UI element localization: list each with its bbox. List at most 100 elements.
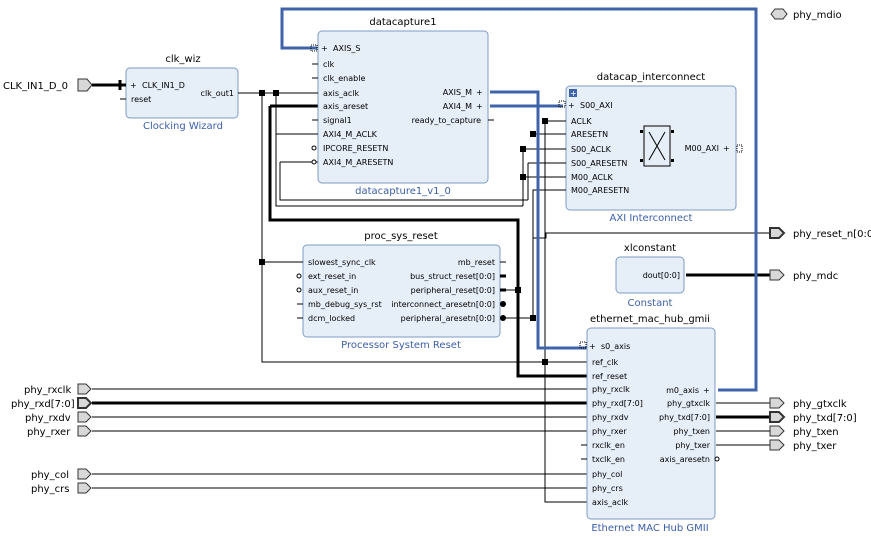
pin-signal1[interactable]: signal1 <box>323 116 352 125</box>
port-phy-txer[interactable] <box>769 439 785 451</box>
block-xlconstant[interactable]: xlconstant Constant dout[0:0] <box>615 243 685 309</box>
external-ports-right: phy_mdio phy_reset_n[0:0] phy_mdc phy_gt… <box>769 8 871 452</box>
pin-interconnect-aresetn[interactable]: interconnect_aresetn[0:0] <box>391 300 495 309</box>
port-label-phy-reset-n: phy_reset_n[0:0] <box>793 229 871 240</box>
interconnect-subtitle: AXI Interconnect <box>610 213 693 224</box>
pin-s00-axi[interactable]: S00_AXI <box>580 101 613 110</box>
pin-peripheral-aresetn[interactable]: peripheral_aresetn[0:0] <box>401 314 495 323</box>
pin-phy-crs[interactable]: phy_crs <box>592 484 623 493</box>
port-phy-txd[interactable] <box>769 411 786 423</box>
pin-m0-axis[interactable]: m0_axis <box>666 386 699 395</box>
pin-mb-reset[interactable]: mb_reset <box>458 258 495 267</box>
pin-s00-aclk[interactable]: S00_ACLK <box>571 145 612 154</box>
port-label-phy-txen: phy_txen <box>793 427 839 438</box>
pin-m00-axi[interactable]: M00_AXI <box>685 144 719 153</box>
pin-ref-clk[interactable]: ref_clk <box>592 358 618 367</box>
block-ethernet-mac-hub-gmii[interactable]: ethernet_mac_hub_gmii Ethernet MAC Hub G… <box>579 314 720 534</box>
pin-s0-axis[interactable]: s0_axis <box>601 342 630 351</box>
pin-axis-aclk-eth[interactable]: axis_aclk <box>592 498 629 507</box>
pin-ref-reset[interactable]: ref_reset <box>592 372 627 381</box>
pin-phy-gtxclk[interactable]: phy_gtxclk <box>667 399 710 408</box>
expand-icon[interactable]: + <box>570 89 577 98</box>
port-phy-crs[interactable] <box>77 482 92 494</box>
pin-phy-txen[interactable]: phy_txen <box>674 427 711 436</box>
pin-aux-reset-in[interactable]: aux_reset_in <box>308 286 358 295</box>
port-phy-rxer[interactable] <box>77 425 92 437</box>
svg-text:+: + <box>703 386 710 395</box>
port-phy-gtxclk[interactable] <box>769 397 785 409</box>
pin-axi4-m[interactable]: AXI4_M <box>443 102 472 111</box>
pin-axis-s[interactable]: AXIS_S <box>333 44 360 53</box>
pin-aresetn[interactable]: ARESETN <box>571 130 608 139</box>
block-datacap-interconnect[interactable]: datacap_interconnect AXI Interconnect + … <box>558 72 743 224</box>
port-phy-rxdv[interactable] <box>77 411 92 423</box>
pin-clk-enable[interactable]: clk_enable <box>323 74 365 83</box>
svg-text:+: + <box>321 44 328 53</box>
pin-axis-aresetn[interactable]: axis_aresetn <box>660 455 710 464</box>
svg-text:+: + <box>476 102 483 111</box>
pin-phy-rxd[interactable]: phy_rxd[7:0] <box>592 399 643 408</box>
port-label-phy-rxd: phy_rxd[7:0] <box>11 399 75 410</box>
pin-m00-aclk[interactable]: M00_ACLK <box>571 173 613 182</box>
pin-phy-col[interactable]: phy_col <box>592 470 622 479</box>
svg-text:+: + <box>568 101 575 110</box>
xlconstant-subtitle: Constant <box>628 298 673 309</box>
pin-m00-aresetn[interactable]: M00_ARESETN <box>571 186 629 195</box>
pin-axis-aclk[interactable]: axis_aclk <box>323 89 360 98</box>
pin-phy-rxdv[interactable]: phy_rxdv <box>592 413 629 422</box>
port-label-phy-mdc: phy_mdc <box>793 271 838 282</box>
pin-ipcore-resetn[interactable]: IPCORE_RESETN <box>323 144 388 153</box>
pin-clk[interactable]: clk <box>323 60 335 69</box>
interconnect-title: datacap_interconnect <box>597 72 706 83</box>
pin-peripheral-reset[interactable]: peripheral_reset[0:0] <box>411 286 495 295</box>
pin-bus-struct-reset[interactable]: bus_struct_reset[0:0] <box>410 272 495 281</box>
pin-axi4-m-aresetn[interactable]: AXI4_M_ARESETN <box>323 158 393 167</box>
port-phy-reset-n[interactable] <box>769 227 786 239</box>
pin-rxclk-en[interactable]: rxclk_en <box>592 441 625 450</box>
pin-txclk-en[interactable]: txclk_en <box>592 455 625 464</box>
pin-dout[interactable]: dout[0:0] <box>643 271 680 280</box>
pin-dcm-locked[interactable]: dcm_locked <box>308 314 355 323</box>
junctions <box>259 90 548 365</box>
port-label-phy-mdio: phy_mdio <box>793 10 842 21</box>
pin-axis-areset[interactable]: axis_areset <box>323 102 368 111</box>
port-label-phy-col: phy_col <box>31 470 69 481</box>
pin-aclk[interactable]: ACLK <box>571 117 592 126</box>
port-label-phy-txer: phy_txer <box>793 441 837 452</box>
svg-text:+: + <box>130 81 137 90</box>
port-phy-mdio[interactable] <box>770 8 788 20</box>
port-label-phy-gtxclk: phy_gtxclk <box>793 399 847 410</box>
svg-text:+: + <box>589 342 596 351</box>
pin-axis-m[interactable]: AXIS_M <box>443 88 472 97</box>
pin-phy-rxer[interactable]: phy_rxer <box>592 427 627 436</box>
pin-phy-txer[interactable]: phy_txer <box>675 441 710 450</box>
pin-ext-reset-in[interactable]: ext_reset_in <box>308 272 356 281</box>
datacapture1-subtitle: datacapture1_v1_0 <box>355 186 451 197</box>
port-phy-rxclk[interactable] <box>77 383 92 395</box>
port-phy-mdc[interactable] <box>769 269 785 281</box>
port-phy-col[interactable] <box>77 468 92 480</box>
pin-clk-out1[interactable]: clk_out1 <box>201 89 234 98</box>
pin-axi4-m-aclk[interactable]: AXI4_M_ACLK <box>323 130 378 139</box>
external-ports-left: CLK_IN1_D_0 phy_rxclk phy_rxd[7:0] phy_r… <box>3 78 93 495</box>
pin-mb-debug-sys-rst[interactable]: mb_debug_sys_rst <box>308 300 382 309</box>
pin-s00-aresetn[interactable]: S00_ARESETN <box>571 159 627 168</box>
pin-reset[interactable]: reset <box>131 95 151 104</box>
block-datacapture1[interactable]: datacapture1 datacapture1_v1_0 + AXIS_S … <box>310 17 494 197</box>
port-phy-rxd[interactable] <box>77 397 93 409</box>
port-label-clk-in1-d-0: CLK_IN1_D_0 <box>3 81 68 92</box>
xlconstant-title: xlconstant <box>624 243 676 254</box>
block-clk-wiz[interactable]: clk_wiz Clocking Wizard + CLK_IN1_D rese… <box>120 54 244 132</box>
pin-ready-to-capture[interactable]: ready_to_capture <box>412 116 481 125</box>
axi-buses <box>280 7 758 392</box>
pin-clk-in1-d[interactable]: CLK_IN1_D <box>142 81 185 90</box>
pin-phy-rxclk[interactable]: phy_rxclk <box>592 385 630 394</box>
port-clk-in1-d-0[interactable] <box>77 78 93 92</box>
svg-text:+: + <box>476 88 483 97</box>
block-proc-sys-reset[interactable]: proc_sys_reset Processor System Reset sl… <box>296 231 506 351</box>
pin-slowest-sync-clk[interactable]: slowest_sync_clk <box>308 258 376 267</box>
pin-phy-txd[interactable]: phy_txd[7:0] <box>659 413 710 422</box>
port-phy-txen[interactable] <box>769 425 785 437</box>
port-label-phy-crs: phy_crs <box>31 484 69 495</box>
